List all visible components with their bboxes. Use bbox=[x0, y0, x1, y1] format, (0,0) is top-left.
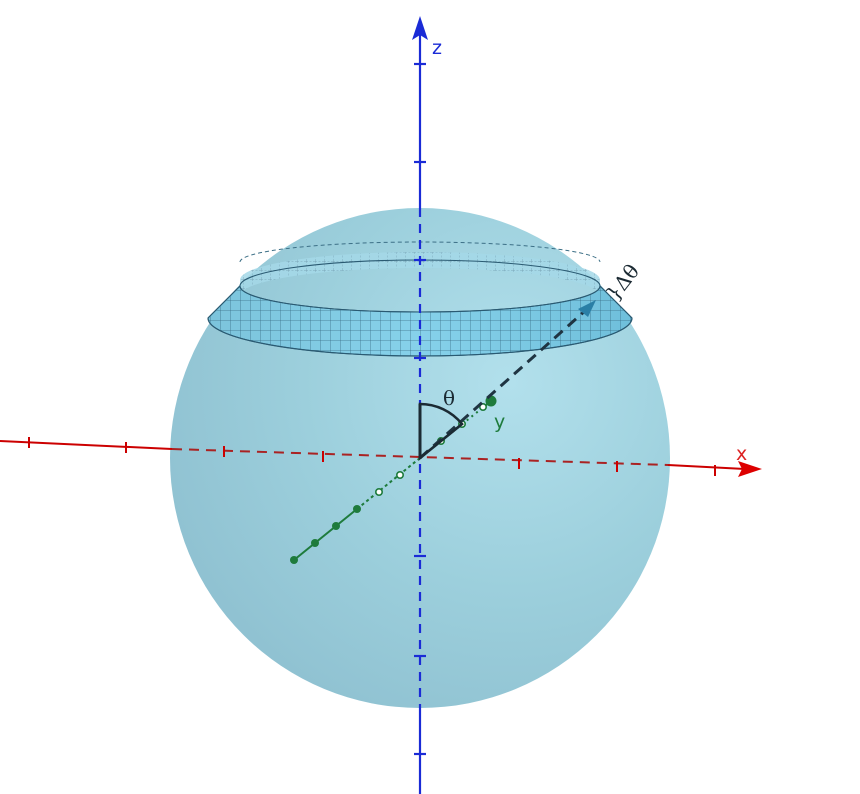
x-axis bbox=[0, 437, 762, 477]
y-axis-label: y bbox=[494, 411, 505, 433]
z-axis-arrow-icon bbox=[412, 16, 428, 40]
x-axis-label: x bbox=[736, 443, 747, 465]
radius-arrow-icon bbox=[578, 300, 596, 317]
z-axis bbox=[412, 16, 428, 794]
theta-label: θ bbox=[443, 386, 455, 410]
x-axis-arrow-icon bbox=[738, 461, 762, 477]
z-axis-label: z bbox=[432, 37, 442, 59]
radius-line bbox=[419, 308, 587, 460]
theta-angle bbox=[418, 402, 464, 461]
